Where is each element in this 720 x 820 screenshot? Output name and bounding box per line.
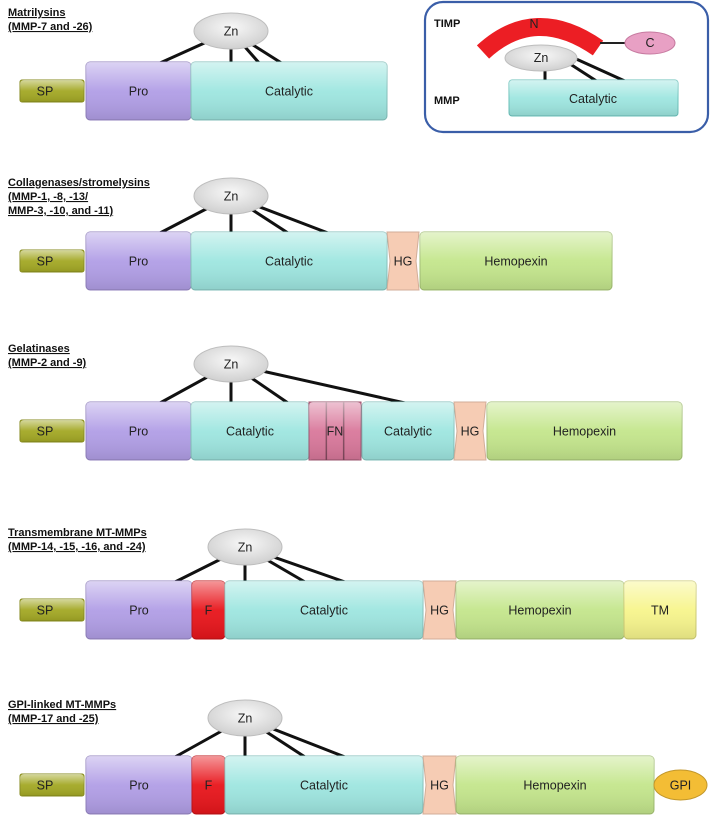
domain-gloss <box>20 774 84 796</box>
domain-hg <box>453 401 487 461</box>
timp-c-label: C <box>645 36 654 50</box>
domain-label-pro: Pro <box>129 85 149 99</box>
mmp-group: GPI-linked MT-MMPs (MMP-17 and -25) SP Pro F… <box>8 699 708 815</box>
zn-label: Zn <box>238 712 253 726</box>
domain-label-hg: HG <box>461 425 480 439</box>
domain-label-f: F <box>205 604 213 618</box>
domain-hg <box>422 580 457 640</box>
group-title-line: (MMP-17 and -25) <box>8 713 99 725</box>
domain-gloss <box>624 581 696 639</box>
domain-gloss <box>456 581 624 639</box>
zn-label: Zn <box>224 190 239 204</box>
domain-gloss <box>309 402 361 460</box>
zn-ion <box>193 345 269 383</box>
domain-label-catalytic: Catalytic <box>300 779 348 793</box>
domain-label-catalytic: Catalytic <box>265 255 313 269</box>
domain-label-hg: HG <box>430 604 449 618</box>
domain-gloss <box>20 420 84 442</box>
domain-label-hemopexin: Hemopexin <box>484 255 547 269</box>
domain-label-sp: SP <box>37 779 54 793</box>
domain-label-catalytic: Catalytic <box>226 425 274 439</box>
inset-zn-ion <box>504 44 578 72</box>
domain-label-sp: SP <box>37 604 54 618</box>
group-title-line: Transmembrane MT-MMPs <box>8 527 147 539</box>
domain-label-pro: Pro <box>129 604 149 618</box>
domain-gloss <box>225 581 423 639</box>
domain-gloss <box>86 402 191 460</box>
zn-ion <box>193 177 269 215</box>
inset-zn-label: Zn <box>534 51 549 65</box>
timp-n-domain <box>476 18 604 59</box>
zn-ion <box>207 699 283 737</box>
domain-label-catalytic: Catalytic <box>265 85 313 99</box>
zn-ion <box>193 12 269 50</box>
domain-gloss <box>192 581 225 639</box>
domain-gloss <box>192 756 225 814</box>
domain-gloss <box>420 232 612 290</box>
domain-label-fn: FN <box>327 425 344 439</box>
group-title-line: Gelatinases <box>8 343 70 355</box>
domain-label-hemopexin: Hemopexin <box>508 604 571 618</box>
group-title-line: (MMP-7 and -26) <box>8 21 93 33</box>
zn-label: Zn <box>224 25 239 39</box>
group-title-line: Collagenases/stromelysins <box>8 177 150 189</box>
timp-n-label: N <box>529 17 538 31</box>
timp-mmp-inset: TIMP MMP N C Catalytic Zn <box>423 0 710 134</box>
domain-gloss <box>20 80 84 102</box>
domain-label-hemopexin: Hemopexin <box>553 425 616 439</box>
domain-label-hg: HG <box>430 779 449 793</box>
domain-gloss <box>191 402 309 460</box>
group-title-line: GPI-linked MT-MMPs <box>8 699 116 711</box>
domain-hg <box>386 231 420 291</box>
domain-label-pro: Pro <box>129 779 149 793</box>
domain-gloss <box>86 756 192 814</box>
mmp-group: Collagenases/stromelysins (MMP-1, -8, -13… <box>8 177 613 291</box>
domain-label-catalytic: Catalytic <box>300 604 348 618</box>
inset-mmp-label: MMP <box>434 95 460 107</box>
domain-label-hemopexin: Hemopexin <box>523 779 586 793</box>
domain-gloss <box>86 62 191 120</box>
inset-timp-label: TIMP <box>434 18 460 30</box>
domain-gloss <box>191 62 387 120</box>
domain-label-pro: Pro <box>129 255 149 269</box>
timp-c-domain <box>624 31 676 55</box>
group-title-line: (MMP-1, -8, -13/ <box>8 191 88 203</box>
domain-gloss <box>456 756 654 814</box>
domain-label-sp: SP <box>37 255 54 269</box>
mmp-group: Matrilysins (MMP-7 and -26) SP Pro Catalytic… <box>8 7 388 121</box>
domain-gloss <box>20 599 84 621</box>
group-title-line: MMP-3, -10, and -11) <box>8 205 113 217</box>
inset-catalytic-label: Catalytic <box>569 92 617 106</box>
domain-gloss <box>191 232 387 290</box>
domain-label-hg: HG <box>394 255 413 269</box>
domain-gloss <box>86 581 192 639</box>
domain-gloss <box>86 232 191 290</box>
domain-gloss <box>225 756 423 814</box>
zn-ion <box>207 528 283 566</box>
domain-label-tm: TM <box>651 604 669 618</box>
group-title-line: (MMP-2 and -9) <box>8 357 87 369</box>
domain-gloss <box>487 402 682 460</box>
domain-hg <box>422 755 457 815</box>
mmp-group: Gelatinases (MMP-2 and -9) SP Pro Catalytic F… <box>8 343 683 461</box>
group-title-line: (MMP-14, -15, -16, and -24) <box>8 541 146 553</box>
domain-gpi <box>653 769 708 801</box>
domain-label-sp: SP <box>37 425 54 439</box>
domain-label-gpi: GPI <box>670 779 692 793</box>
domain-label-sp: SP <box>37 85 54 99</box>
domain-label-f: F <box>205 779 213 793</box>
domain-label-catalytic: Catalytic <box>384 425 432 439</box>
domain-gloss <box>362 402 454 460</box>
domain-gloss <box>20 250 84 272</box>
zn-label: Zn <box>238 541 253 555</box>
group-title-line: Matrilysins <box>8 7 65 19</box>
mmp-group: Transmembrane MT-MMPs (MMP-14, -15, -16, … <box>8 527 697 640</box>
domain-label-pro: Pro <box>129 425 149 439</box>
zn-label: Zn <box>224 358 239 372</box>
